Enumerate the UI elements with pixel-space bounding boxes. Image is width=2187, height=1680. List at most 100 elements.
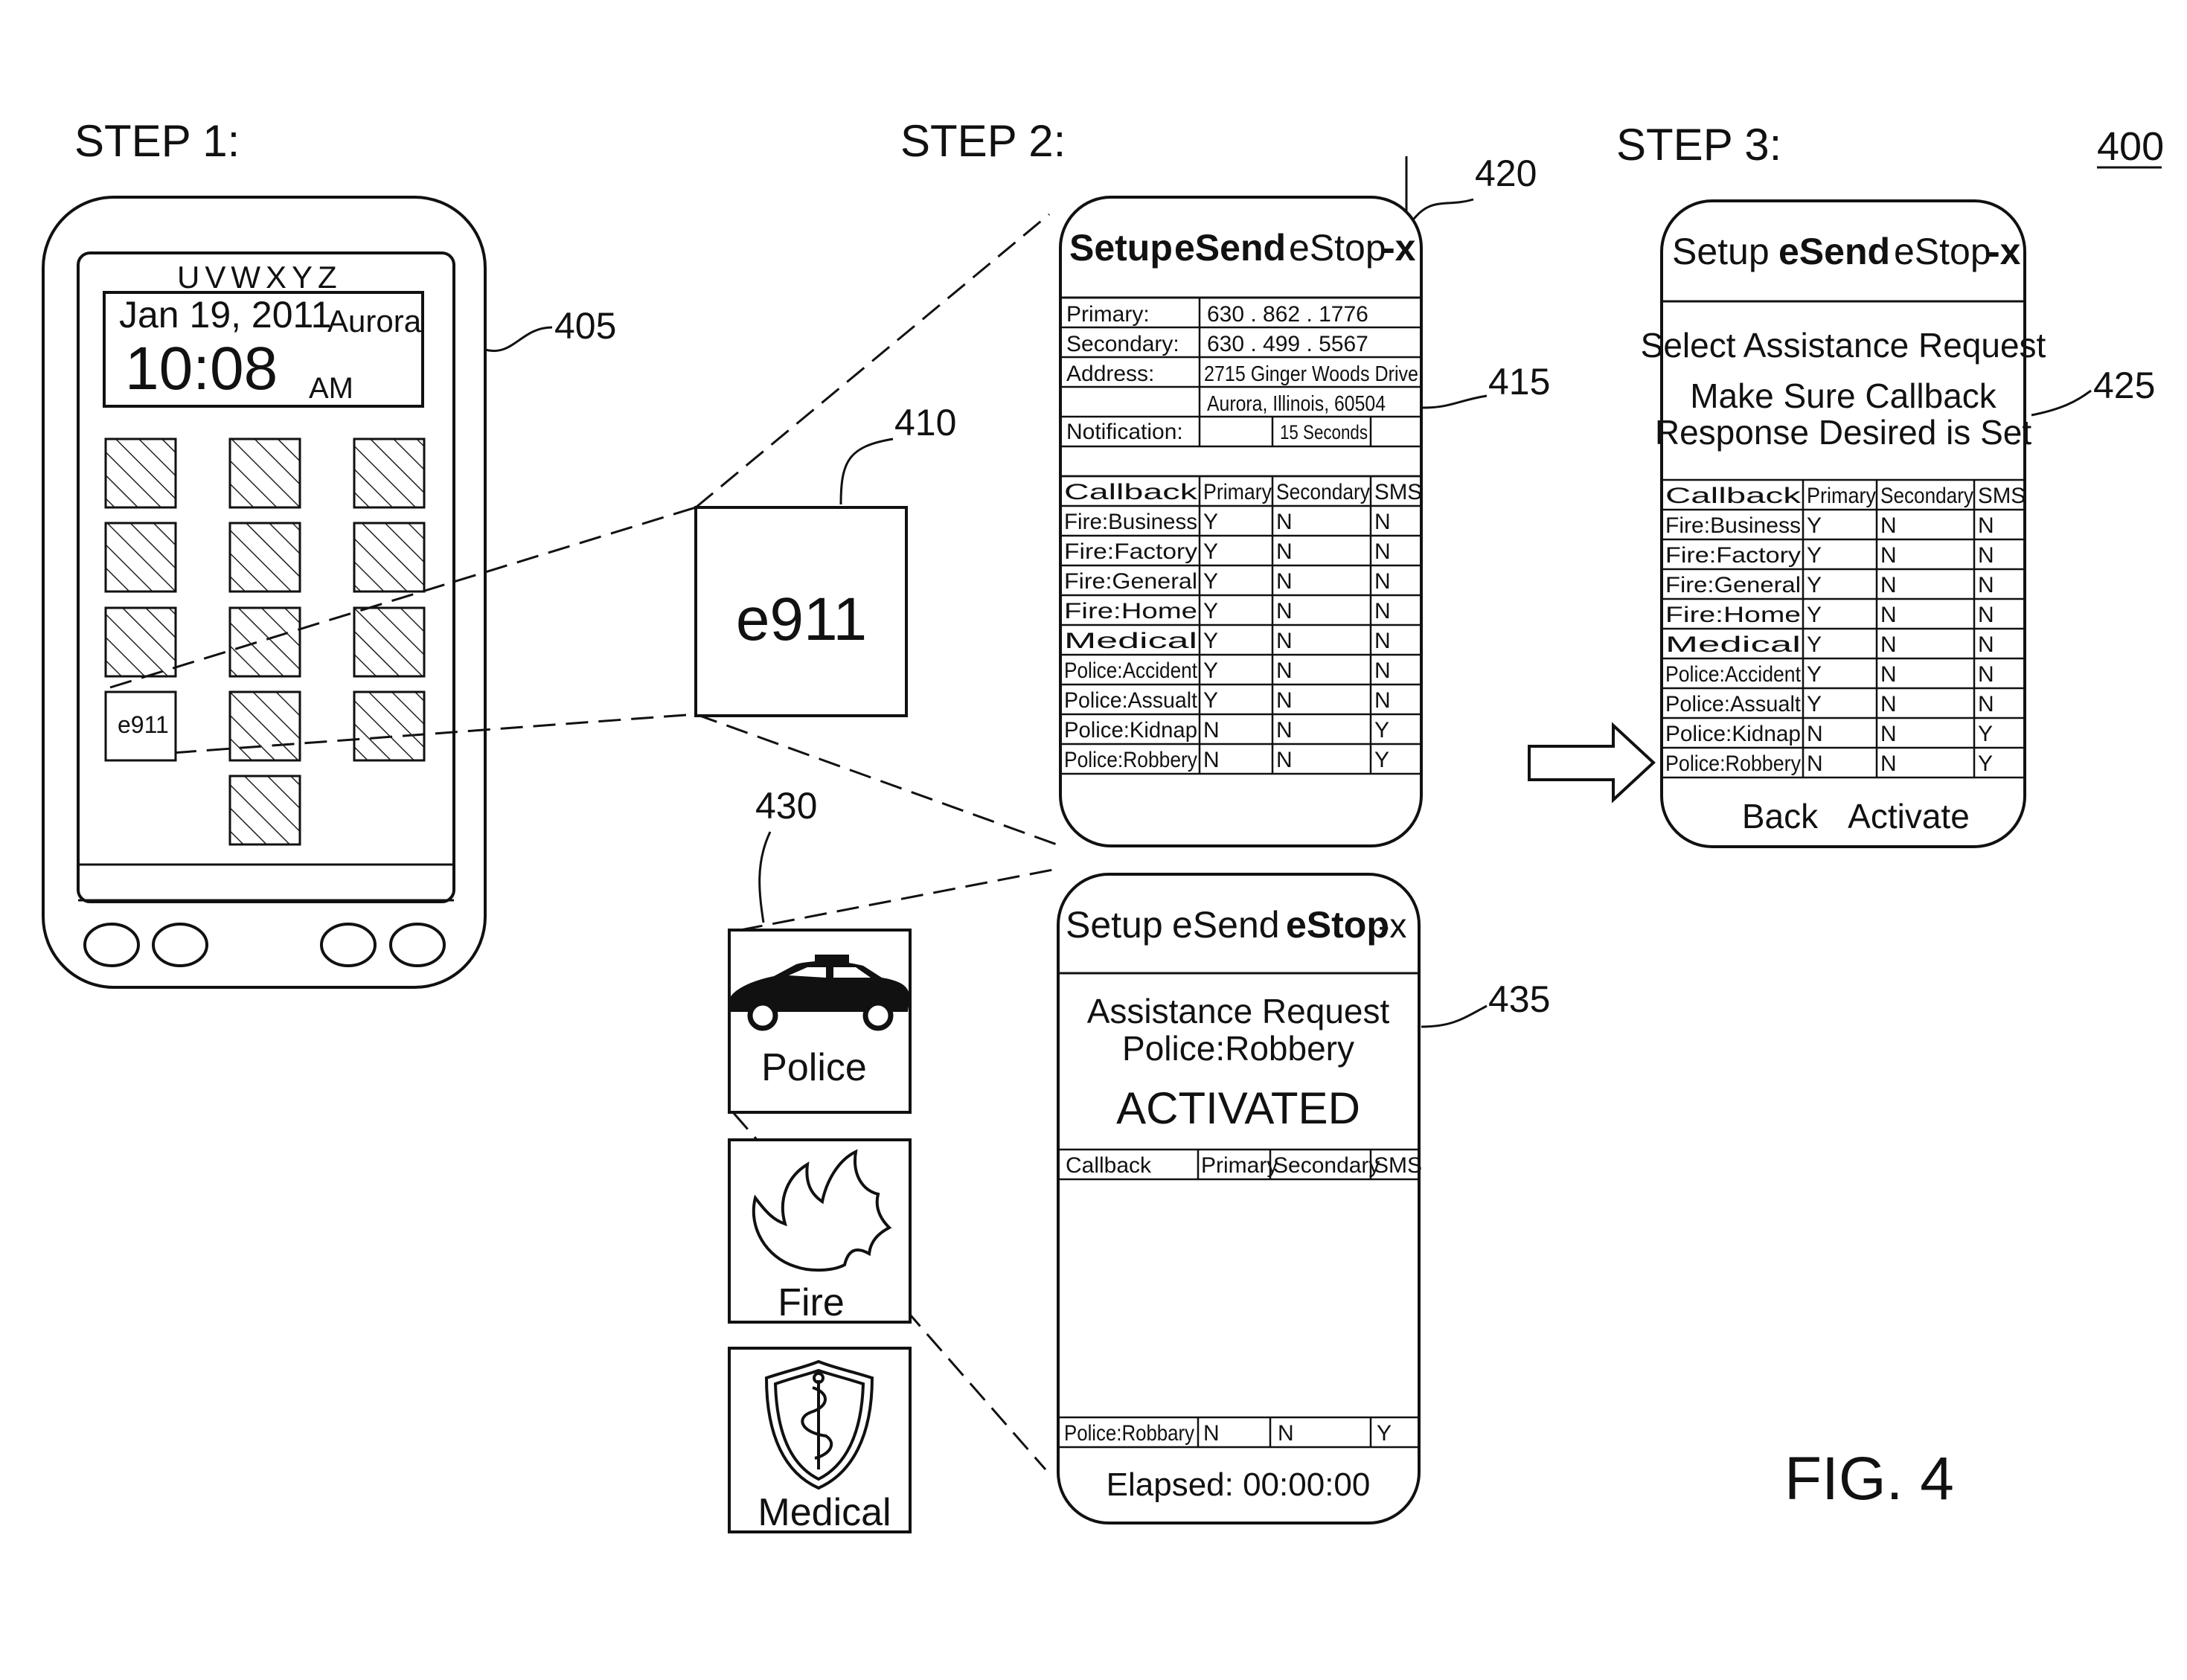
step3-table-cell[interactable]: N <box>1880 513 1897 538</box>
app-tile[interactable] <box>354 439 424 507</box>
activate-button[interactable]: Activate <box>1848 797 1970 836</box>
step3-table-cell[interactable]: N <box>1978 603 1994 627</box>
step2-table-cell[interactable]: N <box>1276 569 1293 594</box>
act-estop-tab[interactable]: eStop <box>1286 904 1389 946</box>
step2-table-cell[interactable]: N <box>1276 748 1293 772</box>
step3-table-cell[interactable]: N <box>1978 632 1994 657</box>
step3-table-cell[interactable]: Y <box>1807 543 1822 568</box>
step2-table-cell[interactable]: N <box>1276 629 1293 653</box>
estop-tab[interactable]: eStop <box>1289 227 1386 269</box>
step3-table-cell[interactable]: Y <box>1978 722 1993 746</box>
app-tile[interactable] <box>354 692 424 760</box>
step3-table-cell[interactable]: N <box>1880 632 1897 657</box>
step2-table-cell[interactable]: Y <box>1203 688 1218 713</box>
step2-table-cell[interactable]: N <box>1276 718 1293 743</box>
app-tile[interactable] <box>354 523 424 591</box>
step2-table-cell[interactable]: N <box>1374 510 1391 534</box>
step2-table-cell[interactable]: N <box>1276 539 1293 564</box>
step2-table-cell[interactable]: N <box>1374 539 1391 564</box>
step2-table-cell[interactable]: N <box>1276 599 1293 623</box>
step2-table-cell[interactable]: Y <box>1203 658 1218 683</box>
step2-table-header-1[interactable]: Primary <box>1203 480 1272 504</box>
step3-table-cell[interactable]: Y <box>1978 751 1993 776</box>
step3-table-cell[interactable]: Y <box>1807 573 1822 597</box>
step3-table-cell[interactable]: Y <box>1807 513 1822 538</box>
step3-table-cell[interactable]: N <box>1880 573 1897 597</box>
app-tile[interactable] <box>354 608 424 676</box>
step3-table-cell[interactable]: N <box>1807 722 1823 746</box>
step3-table-header-1[interactable]: Primary <box>1807 484 1876 508</box>
step2-table-cell[interactable]: Y <box>1203 510 1218 534</box>
step3-table-cell: Fire:Home <box>1665 603 1801 627</box>
step2-table-header-3[interactable]: SMS <box>1374 480 1422 504</box>
app-tile[interactable] <box>230 608 300 676</box>
step2-table-cell[interactable]: N <box>1276 688 1293 713</box>
step3-table-cell[interactable]: N <box>1880 662 1897 687</box>
step3-table-cell[interactable]: N <box>1880 722 1897 746</box>
setup-tab-active[interactable]: Setup <box>1069 227 1173 269</box>
act-setup-tab[interactable]: Setup <box>1066 904 1163 946</box>
act-close-x[interactable]: -x <box>1378 906 1406 945</box>
step3-table-cell[interactable]: N <box>1807 751 1823 776</box>
step3-table-cell[interactable]: N <box>1880 692 1897 716</box>
phone-button-4[interactable] <box>391 924 444 966</box>
app-tile[interactable] <box>230 439 300 507</box>
act-row-secondary: N <box>1278 1421 1294 1446</box>
step2-table-cell[interactable]: N <box>1203 718 1220 743</box>
app-tile[interactable] <box>106 523 176 591</box>
step3-esend-tab[interactable]: eSend <box>1778 231 1890 272</box>
step2-table-cell[interactable]: N <box>1374 629 1391 653</box>
step2-table-cell[interactable]: Y <box>1374 748 1389 772</box>
back-button[interactable]: Back <box>1742 797 1819 836</box>
step3-table-cell[interactable]: Y <box>1807 692 1822 716</box>
esend-tab[interactable]: eSend <box>1174 227 1286 269</box>
step3-table-cell[interactable]: Y <box>1807 632 1822 657</box>
act-row-callback: Police:Robbary <box>1064 1421 1194 1446</box>
step2-table-cell[interactable]: N <box>1374 569 1391 594</box>
step3-table-cell[interactable]: N <box>1880 751 1897 776</box>
address-line1[interactable]: 2715 Ginger Woods Drive <box>1204 362 1418 386</box>
address-line2[interactable]: Aurora, Illinois, 60504 <box>1207 392 1386 416</box>
step3-estop-tab[interactable]: eStop <box>1894 231 1991 272</box>
step3-table-cell[interactable]: N <box>1978 662 1994 687</box>
act-header-sms: SMS <box>1374 1153 1422 1178</box>
secondary-value[interactable]: 630 . 499 . 5567 <box>1207 332 1368 356</box>
step3-table-cell[interactable]: Y <box>1807 603 1822 627</box>
act-header-secondary: Secondary <box>1273 1153 1380 1178</box>
step2-table-cell[interactable]: Y <box>1374 718 1389 743</box>
step2-table-cell[interactable]: Y <box>1203 569 1218 594</box>
phone-button-2[interactable] <box>153 924 207 966</box>
step2-table-cell[interactable]: N <box>1203 748 1220 772</box>
app-tile[interactable] <box>106 608 176 676</box>
app-tile[interactable] <box>230 523 300 591</box>
step3-close-x[interactable]: -x <box>1988 231 2021 272</box>
step3-table-cell[interactable]: N <box>1978 573 1994 597</box>
step2-table-cell[interactable]: Y <box>1203 539 1218 564</box>
step2-table-cell[interactable]: Y <box>1203 599 1218 623</box>
step3-table-header-3[interactable]: SMS <box>1978 484 2026 508</box>
step2-table-cell[interactable]: N <box>1276 658 1293 683</box>
app-tile[interactable] <box>230 692 300 760</box>
step3-setup-tab[interactable]: Setup <box>1672 231 1770 272</box>
step3-table-header-2[interactable]: Secondary <box>1880 484 1973 508</box>
step2-table-header-2[interactable]: Secondary <box>1276 480 1370 504</box>
step3-table-cell[interactable]: N <box>1978 692 1994 716</box>
step2-table-cell[interactable]: N <box>1374 688 1391 713</box>
app-tile[interactable] <box>106 439 176 507</box>
step3-table-cell[interactable]: N <box>1880 603 1897 627</box>
phone-button-1[interactable] <box>85 924 138 966</box>
app-tile[interactable] <box>230 776 300 844</box>
primary-value[interactable]: 630 . 862 . 1776 <box>1207 302 1368 327</box>
step3-table-cell[interactable]: N <box>1978 543 1994 568</box>
step3-table-cell[interactable]: Y <box>1807 662 1822 687</box>
step3-table-cell[interactable]: N <box>1880 543 1897 568</box>
close-x[interactable]: -x <box>1383 227 1416 269</box>
act-esend-tab[interactable]: eSend <box>1172 904 1280 946</box>
step3-table-cell[interactable]: N <box>1978 513 1994 538</box>
phone-button-3[interactable] <box>321 924 375 966</box>
step2-table-cell[interactable]: Y <box>1203 629 1218 653</box>
step2-table-cell[interactable]: N <box>1276 510 1293 534</box>
notification-value[interactable]: 15 Seconds <box>1280 421 1368 443</box>
step2-table-cell[interactable]: N <box>1374 658 1391 683</box>
step2-table-cell[interactable]: N <box>1374 599 1391 623</box>
